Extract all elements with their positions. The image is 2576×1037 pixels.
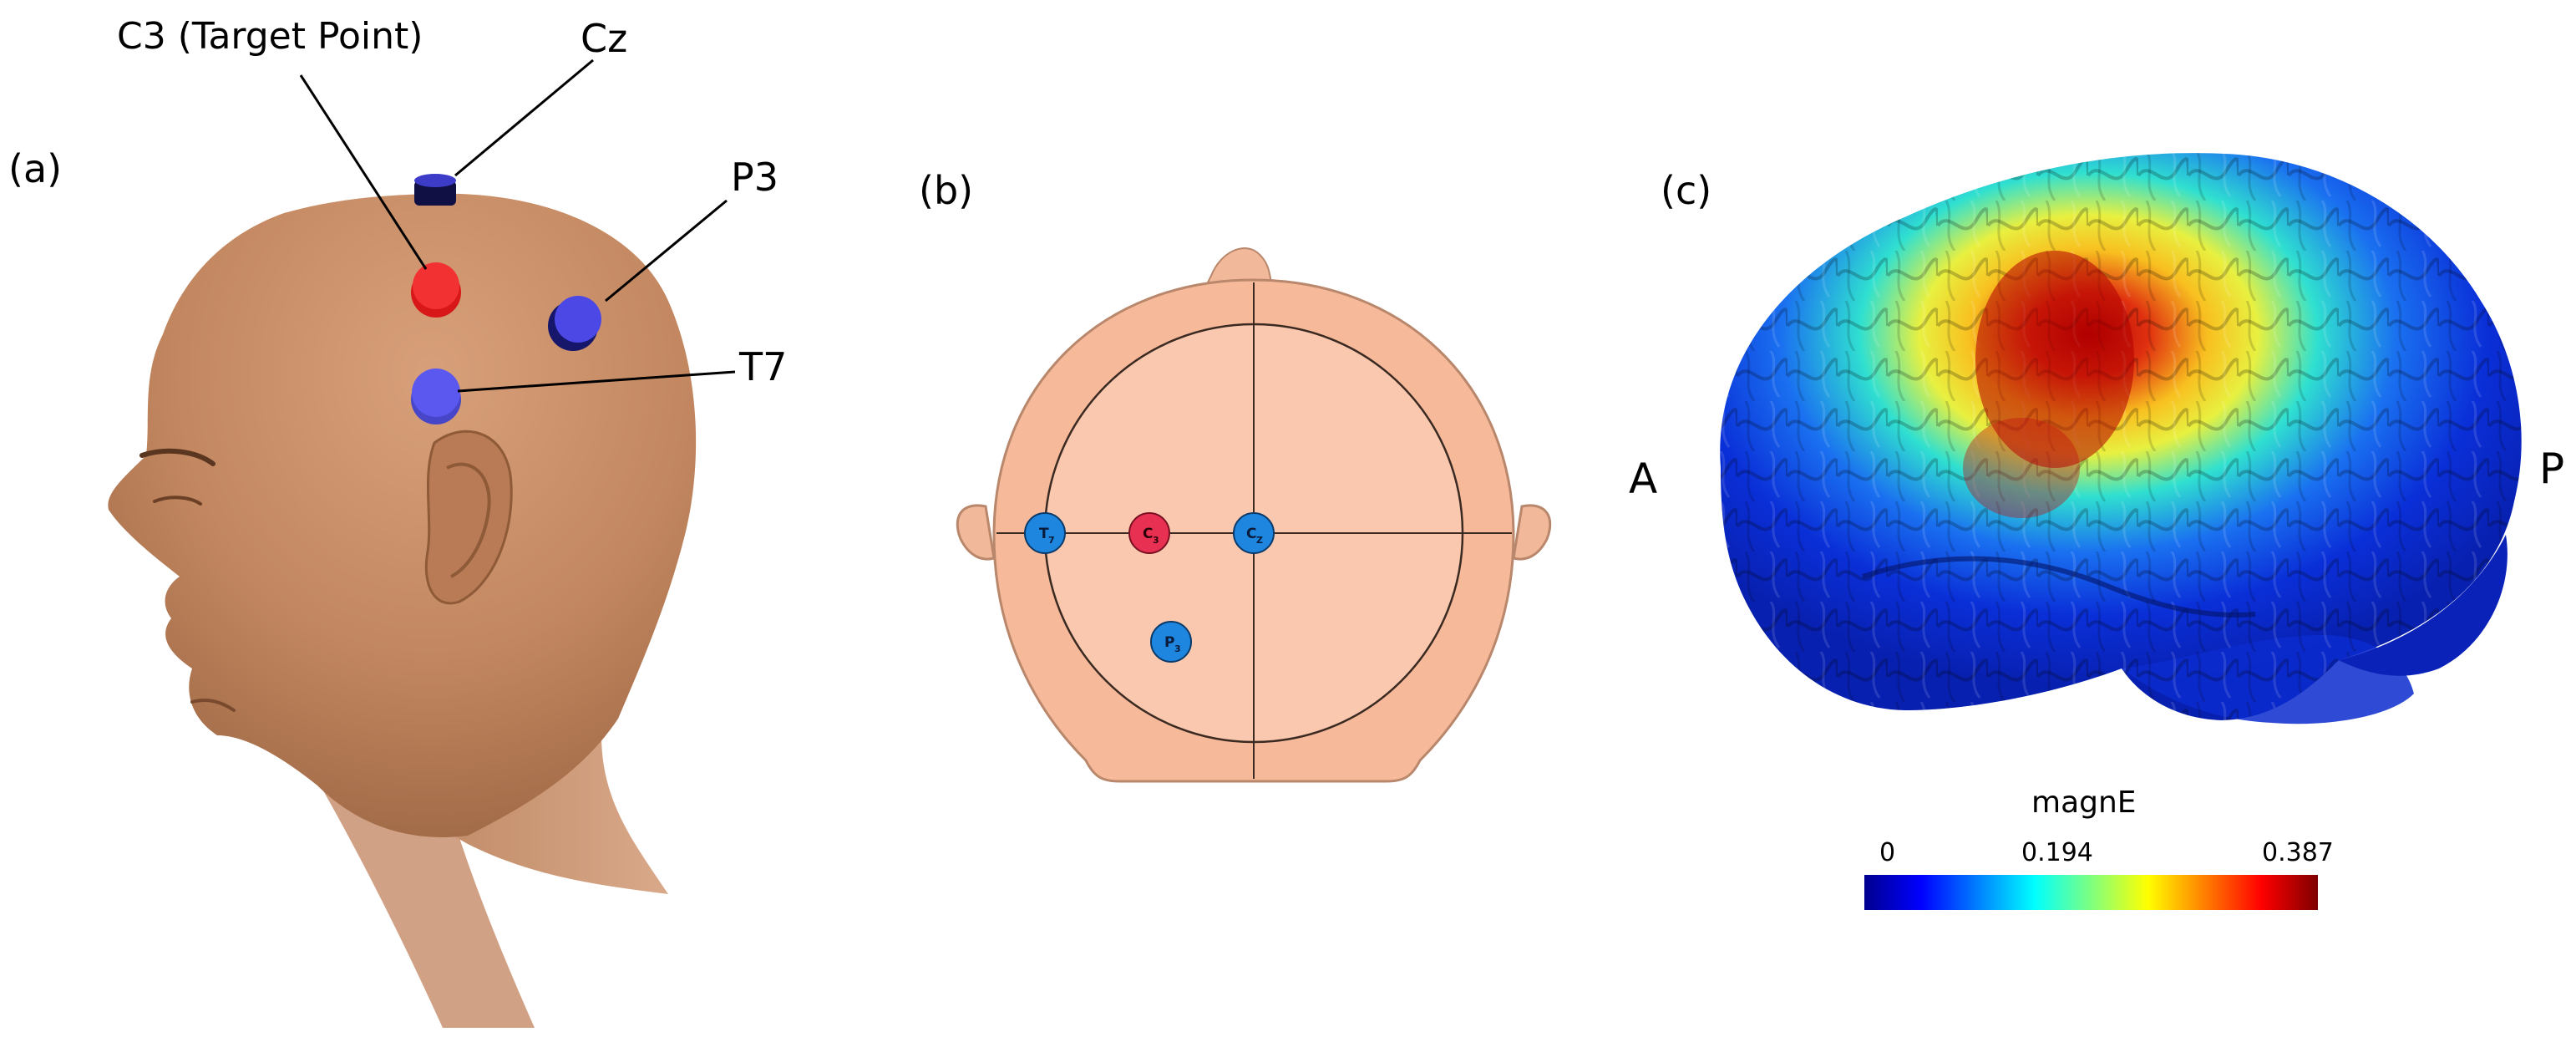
neck-front (301, 752, 535, 1028)
ear (424, 430, 513, 605)
svg-text:Z: Z (1256, 535, 1263, 546)
svg-text:C: C (1246, 526, 1256, 542)
anterior-label: A (1629, 455, 1657, 503)
electrode-p3 (548, 296, 601, 351)
leader-cz (454, 58, 594, 177)
colorbar-title: magnE (2031, 785, 2137, 820)
electrode-t7 (411, 369, 461, 424)
colorbar: magnE 0 0.194 0.387 (1864, 785, 2334, 910)
panel-label-b: (b) (919, 168, 973, 213)
electrode-label-c3: C3 (Target Point) (117, 15, 423, 58)
electrode-label-cz: Cz (581, 16, 627, 61)
nose (1206, 247, 1273, 283)
brain-cortex (1720, 153, 2522, 724)
electrode-p3-node: P 3 (1150, 621, 1192, 663)
svg-text:7: 7 (1048, 535, 1055, 546)
electrode-t7-node: T 7 (1024, 512, 1066, 554)
svg-text:3: 3 (1153, 535, 1159, 546)
svg-text:C: C (1143, 526, 1153, 542)
colorbar-gradient (1864, 875, 2318, 910)
colorbar-mid-label: 0.194 (2021, 838, 2093, 867)
electrode-label-t7: T7 (738, 344, 787, 389)
electrode-cz-node: C Z (1233, 512, 1275, 554)
leader-t7 (457, 370, 736, 393)
brain-efield-render: (c) A P magnE 0 0.194 0.387 (1629, 153, 2564, 910)
leader-c3 (299, 74, 428, 270)
electrode-c3-node: C 3 (1128, 512, 1170, 554)
colorbar-max-label: 0.387 (2262, 838, 2334, 867)
leader-p3 (605, 199, 728, 302)
electrode-label-p3: P3 (731, 155, 778, 200)
panel-b-electrode-map: (b) T 7 C 3 C Z P 3 (835, 0, 1587, 1037)
svg-text:3: 3 (1174, 643, 1181, 654)
right-ear (1512, 504, 1552, 561)
posterior-label: P (2539, 445, 2564, 493)
electrode-c3 (411, 262, 461, 318)
electrode-map: (b) T 7 C 3 C Z P 3 (919, 168, 1552, 783)
svg-text:T: T (1039, 526, 1049, 542)
head-outline (108, 193, 697, 837)
panel-c-efield-brain: (c) A P magnE 0 0.194 0.387 (1587, 0, 2576, 1037)
colorbar-min-label: 0 (1879, 838, 1895, 867)
panel-label-a: (a) (8, 146, 62, 191)
head-illustration: (a) C3 (Target Point) Cz P3 T7 (8, 15, 787, 1028)
electrode-cz (414, 174, 456, 206)
panel-a-head-diagram: (a) C3 (Target Point) Cz P3 T7 (0, 0, 835, 1037)
svg-text:P: P (1164, 634, 1174, 651)
panel-label-c: (c) (1661, 168, 1711, 213)
left-ear (956, 504, 996, 561)
